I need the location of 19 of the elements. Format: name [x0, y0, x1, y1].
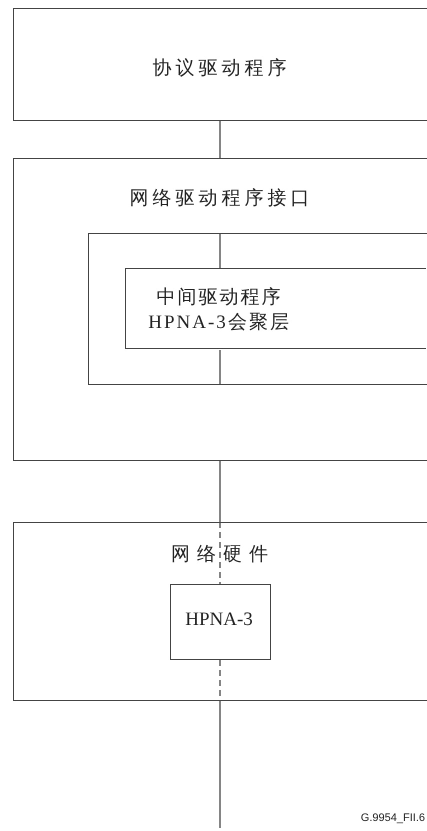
box-label: 协议驱动程序 [152, 56, 290, 80]
connector-line [219, 522, 221, 584]
layer-box [170, 584, 270, 660]
box-label: HPNA-3 [185, 609, 253, 631]
connector-line [219, 701, 221, 828]
connector-line [219, 121, 221, 158]
layer-box [13, 522, 427, 701]
connector-line [219, 233, 221, 269]
connector-line [219, 461, 221, 522]
layer-box [125, 268, 426, 349]
connector-line [219, 350, 221, 385]
box-label: 网络硬件 [170, 542, 275, 566]
box-label: 网络驱动程序接口 [128, 186, 314, 210]
box-label: 中间驱动程序 [156, 286, 282, 310]
nested-box [88, 232, 426, 384]
box-label: HPNA-3会聚层 [147, 310, 291, 334]
layer-box [13, 158, 427, 461]
layer-box [13, 8, 427, 121]
figure-id: G.9954_FII.6 [360, 812, 425, 824]
